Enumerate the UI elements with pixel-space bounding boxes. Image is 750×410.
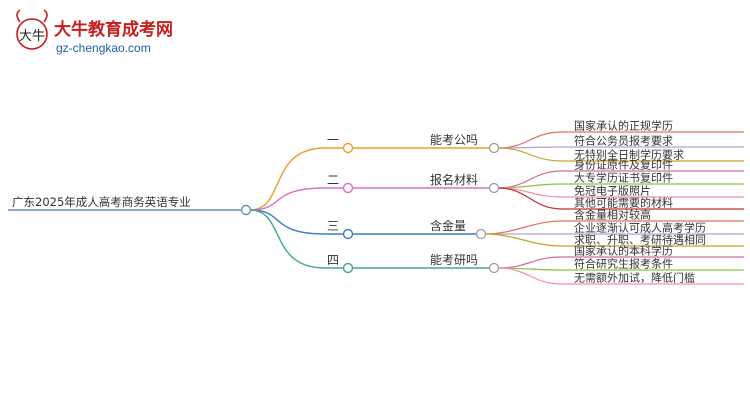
branch-connector	[249, 209, 326, 269]
leaf-connector	[497, 256, 563, 269]
leaf-connector	[497, 147, 563, 162]
leaf-item[interactable]: 大专学历证书复印件	[574, 171, 673, 185]
leaf-item[interactable]: 国家承认的本科学历	[574, 244, 673, 258]
leaf-item[interactable]: 无需额外加试，降低门槛	[574, 271, 695, 285]
logo-title: 大牛教育成考网	[54, 19, 173, 40]
leaf-connector	[497, 187, 563, 210]
branch-label[interactable]: 能考研吗	[430, 253, 478, 267]
branch-number: 三	[327, 219, 339, 233]
leaf-item[interactable]: 无特别全日制学历要求	[574, 148, 684, 162]
root-node-dot[interactable]	[240, 204, 252, 216]
connector-lines	[8, 131, 744, 285]
site-logo[interactable]: 大牛 大牛教育成考网 gz-chengkao.com	[16, 9, 173, 55]
leaf-connector	[484, 220, 563, 235]
leaf-connector	[497, 267, 563, 285]
branch-node-dot[interactable]	[342, 228, 354, 240]
branch-end-dot[interactable]	[488, 142, 500, 154]
mindmap-nodes: 广东2025年成人高考商务英语专业 一 能考公吗 国家承认的正规学历符合公务员报考要求…	[12, 119, 706, 285]
branch-number: 二	[327, 173, 339, 187]
branch-node-dot[interactable]	[342, 182, 354, 194]
branch-number: 四	[327, 253, 339, 267]
branch-connector	[249, 147, 326, 211]
leaf-item[interactable]: 符合公务员报考要求	[574, 134, 673, 148]
leaf-item[interactable]: 身份证原件及复印件	[574, 158, 673, 172]
leaf-item[interactable]: 其他可能需要的材料	[574, 196, 673, 210]
branch-connector	[249, 209, 326, 235]
branch-node-dot[interactable]	[342, 262, 354, 274]
root-topic[interactable]: 广东2025年成人高考商务英语专业	[12, 195, 191, 209]
branch-connector	[249, 187, 326, 211]
mascot-glyphs: 大牛	[19, 29, 45, 44]
leaf-item[interactable]: 含金量相对较高	[574, 208, 651, 222]
leaf-connector	[497, 183, 563, 189]
logo-url: gz-chengkao.com	[56, 41, 151, 55]
bull-mascot-icon: 大牛	[16, 9, 48, 50]
branch-label[interactable]: 含金量	[430, 218, 466, 233]
leaf-connector	[484, 233, 563, 247]
branch-end-dot[interactable]	[488, 182, 500, 194]
leaf-item[interactable]: 免冠电子版照片	[574, 184, 651, 198]
leaf-item[interactable]: 企业逐渐认可成人高考学历	[574, 221, 706, 235]
leaf-item[interactable]: 国家承认的正规学历	[574, 119, 673, 133]
leaf-item[interactable]: 符合研究生报考条件	[574, 257, 673, 271]
branch-node-dot[interactable]	[342, 142, 354, 154]
branch-label[interactable]: 能考公吗	[430, 133, 478, 147]
leaf-connector	[497, 131, 563, 149]
branch-end-dot[interactable]	[488, 262, 500, 274]
branch-end-dot[interactable]	[475, 228, 487, 240]
leaf-item[interactable]: 求职、升职、考研待遇相同	[574, 233, 706, 247]
branch-number: 一	[327, 133, 339, 147]
branch-label[interactable]: 报名材料	[430, 172, 478, 187]
